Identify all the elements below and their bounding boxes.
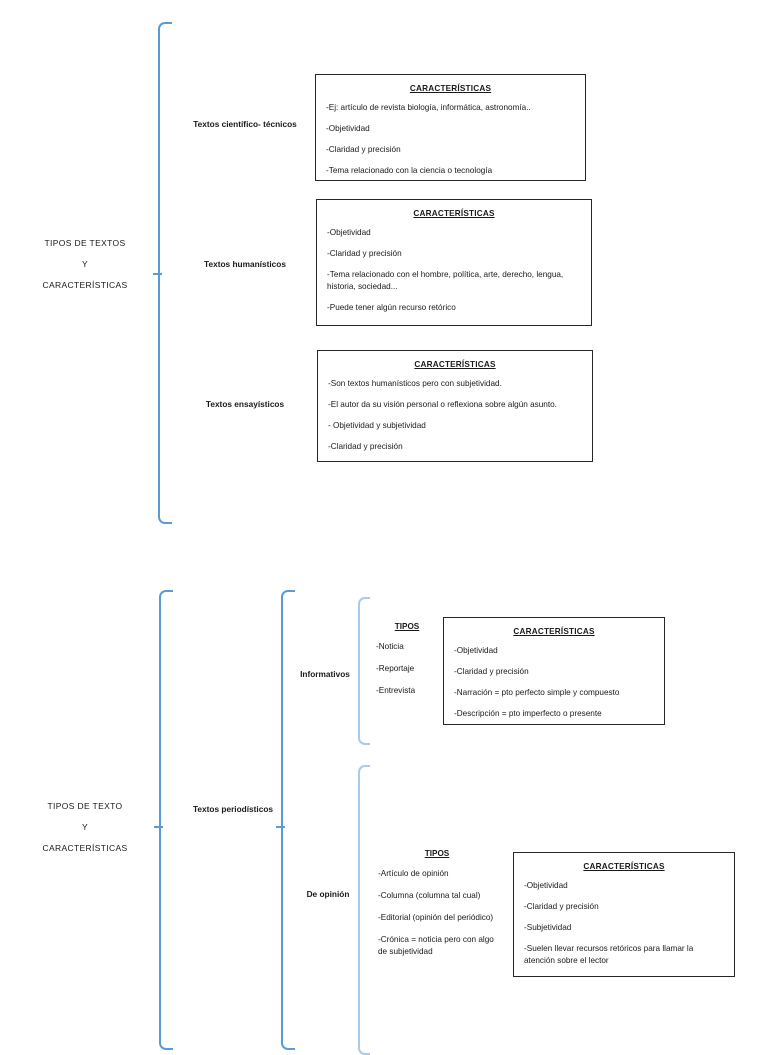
- charbox-title: CARACTERÍSTICAS: [414, 360, 496, 369]
- bottom-root-label: TIPOS DE TEXTO Y CARACTERÍSTICAS: [20, 796, 150, 859]
- tipos-item: -Columna (columna tal cual): [378, 891, 481, 900]
- tipos-de-opinion: TIPOS -Artículo de opinión -Columna (col…: [378, 849, 496, 958]
- charbox-line: -Suelen llevar recursos retóricos para l…: [524, 944, 694, 965]
- bottom-root-label-line2: Y: [81, 822, 89, 832]
- charbox-title: CARACTERÍSTICAS: [583, 862, 665, 871]
- top-root-bracket-tick: [153, 273, 162, 275]
- charbox-line: -Descripción = pto imperfecto o presente: [454, 709, 602, 718]
- diagram-canvas: TIPOS DE TEXTOS Y CARACTERÍSTICAS Textos…: [20, 22, 735, 1055]
- de-opinion-bracket: [358, 765, 370, 1055]
- tipos-item: -Crónica = noticia pero con algo de subj…: [378, 935, 494, 956]
- charbox-line: -Claridad y precisión: [524, 902, 599, 911]
- charbox-title: CARACTERÍSTICAS: [413, 209, 495, 218]
- charbox-line: -Claridad y precisión: [328, 442, 403, 451]
- bottom-root-bracket-tick: [154, 826, 163, 828]
- charbox-ensayisticos: CARACTERÍSTICAS -Son textos humanísticos…: [317, 350, 593, 462]
- charbox-line: -Objetividad: [524, 881, 568, 890]
- charbox-line: -Subjetividad: [524, 923, 572, 932]
- charbox-line: -Puede tener algún recurso retórico: [327, 303, 456, 312]
- branch-label-cientifico-tecnicos: Textos científico- técnicos: [193, 119, 297, 129]
- charbox-line: -Objetividad: [454, 646, 498, 655]
- charbox-de-opinion: CARACTERÍSTICAS -Objetividad -Claridad y…: [513, 852, 735, 977]
- tipos-item: -Noticia: [376, 642, 404, 651]
- tipos-informativos: TIPOS -Noticia -Reportaje -Entrevista: [376, 622, 438, 697]
- charbox-title: CARACTERÍSTICAS: [513, 627, 595, 636]
- branch-label-ensayisticos: Textos ensayísticos: [205, 399, 285, 409]
- charbox-line: -Son textos humanísticos pero con subjet…: [328, 379, 502, 388]
- charbox-line: -Claridad y precisión: [327, 249, 402, 258]
- charbox-line: -Objetividad: [326, 124, 370, 133]
- charbox-line: -Tema relacionado con la ciencia o tecno…: [326, 166, 493, 175]
- charbox-line: -El autor da su visión personal o reflex…: [328, 400, 557, 409]
- informativos-bracket: [358, 597, 370, 745]
- bottom-root-label-line3: CARACTERÍSTICAS: [42, 843, 128, 853]
- top-root-bracket: [153, 22, 172, 524]
- charbox-line: -Narración = pto perfecto simple y compu…: [454, 688, 620, 697]
- charbox-line: -Claridad y precisión: [454, 667, 529, 676]
- branch-label-informativos: Informativos: [300, 669, 350, 679]
- branch-label-textos-periodisticos: Textos periodísticos: [192, 804, 274, 814]
- charbox-line: -Tema relacionado con el hombre, polític…: [327, 270, 564, 291]
- charbox-line: -Claridad y precisión: [326, 145, 401, 154]
- tipos-item: -Editorial (opinión del periódico): [378, 913, 494, 922]
- charbox-line: - Objetividad y subjetividad: [328, 421, 426, 430]
- top-root-label-line3: CARACTERÍSTICAS: [42, 280, 128, 290]
- top-root-label-line1: TIPOS DE TEXTOS: [44, 238, 126, 248]
- tipos-item: -Reportaje: [376, 664, 415, 673]
- bottom-root-label-line1: TIPOS DE TEXTO: [47, 801, 123, 811]
- tipos-title: TIPOS: [394, 622, 420, 631]
- charbox-humanisticos: CARACTERÍSTICAS -Objetividad -Claridad y…: [316, 199, 592, 326]
- charbox-title: CARACTERÍSTICAS: [409, 84, 492, 93]
- branch-label-de-opinion: De opinión: [306, 889, 350, 899]
- bottom-root-bracket: [154, 590, 173, 1050]
- tipos-item: -Artículo de opinión: [378, 869, 449, 878]
- charbox-line: -Objetividad: [327, 228, 371, 237]
- top-root-label-line2: Y: [81, 259, 89, 269]
- branch-label-humanisticos: Textos humanísticos: [204, 259, 286, 269]
- charbox-cientifico-tecnicos: CARACTERÍSTICAS -Ej: artículo de revista…: [315, 74, 586, 181]
- textos-periodisticos-bracket: [276, 590, 295, 1050]
- tipos-item: -Entrevista: [376, 686, 416, 695]
- tipos-title: TIPOS: [424, 849, 450, 858]
- charbox-informativos: CARACTERÍSTICAS -Objetividad -Claridad y…: [443, 617, 665, 725]
- textos-periodisticos-bracket-tick: [276, 826, 285, 828]
- charbox-line: -Ej: artículo de revista biología, infor…: [326, 103, 531, 112]
- top-root-label: TIPOS DE TEXTOS Y CARACTERÍSTICAS: [20, 233, 150, 296]
